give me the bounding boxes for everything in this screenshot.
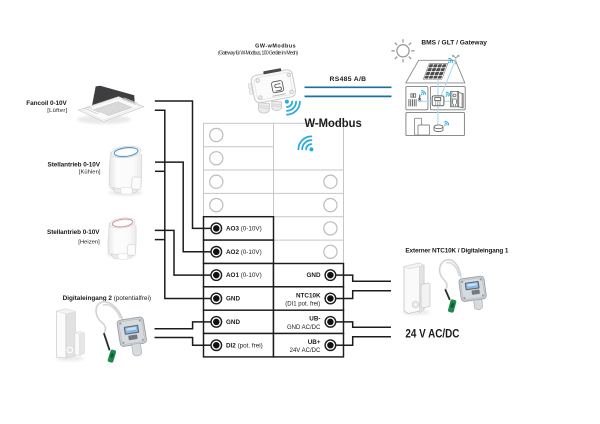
svg-text:Externer NTC10K / Digitaleinga: Externer NTC10K / Digitaleingang 1 xyxy=(405,247,508,254)
svg-text:(Gateway für W-Modbus, 100 Ger: (Gateway für W-Modbus, 100 Geräte im Mes… xyxy=(218,50,298,56)
svg-text:(DI1 pot. frei): (DI1 pot. frei) xyxy=(285,301,320,307)
svg-text:24V AC/DC: 24V AC/DC xyxy=(290,348,321,354)
svg-text:DI2 (pot. frei): DI2 (pot. frei) xyxy=(226,342,263,349)
svg-text:UB-: UB- xyxy=(309,316,320,323)
svg-text:24 V AC/DC: 24 V AC/DC xyxy=(405,327,459,341)
svg-text:Digitaleingang 2 (potentialfre: Digitaleingang 2 (potentialfrei) xyxy=(63,295,151,302)
svg-text:W-Modbus: W-Modbus xyxy=(305,116,362,130)
svg-text:UB+: UB+ xyxy=(308,339,321,346)
svg-text:GND: GND xyxy=(226,319,240,326)
svg-text:RS485 A/B: RS485 A/B xyxy=(330,76,367,83)
svg-text:[Kühlen]: [Kühlen] xyxy=(79,169,101,175)
svg-text:AO2 (0-10V): AO2 (0-10V) xyxy=(226,249,262,256)
svg-text:[Heizen]: [Heizen] xyxy=(78,240,100,246)
svg-text:Stellantrieb 0-10V: Stellantrieb 0-10V xyxy=(47,229,100,236)
svg-text:Stellantrieb 0-10V: Stellantrieb 0-10V xyxy=(48,161,101,168)
svg-text:GND: GND xyxy=(307,272,321,279)
svg-text:AO3 (0-10V): AO3 (0-10V) xyxy=(226,226,262,233)
svg-text:[Lüfter]: [Lüfter] xyxy=(47,108,67,114)
svg-text:NTC10K: NTC10K xyxy=(296,292,321,299)
svg-text:Fancoil 0-10V: Fancoil 0-10V xyxy=(26,100,67,107)
svg-text:GW-wModbus: GW-wModbus xyxy=(255,44,296,50)
svg-text:GND: GND xyxy=(226,296,240,303)
svg-text:GND AC/DC: GND AC/DC xyxy=(287,325,321,331)
svg-text:BMS / GLT / Gateway: BMS / GLT / Gateway xyxy=(421,39,487,46)
svg-text:AO1 (0-10V): AO1 (0-10V) xyxy=(226,272,262,279)
